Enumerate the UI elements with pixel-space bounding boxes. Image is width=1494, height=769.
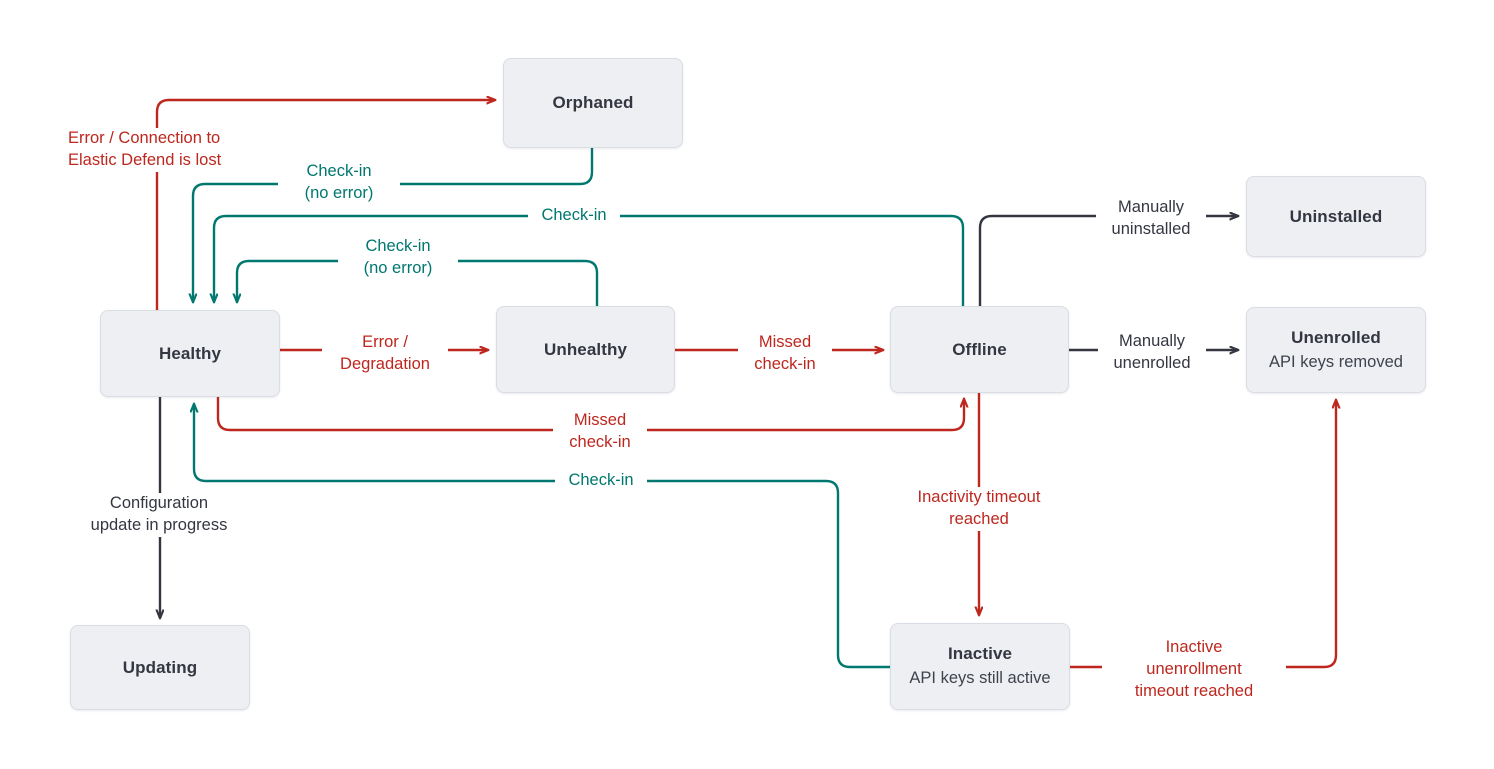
node-updating-title: Updating [122, 657, 198, 677]
edge-label-offline-to-inactive: Inactivity timeout reached [893, 487, 1065, 531]
edge-inactive-to-unenrolled [1068, 400, 1336, 669]
edge-label-healthy-to-offline: Missed check-in [553, 410, 647, 454]
node-uninstalled[interactable]: Uninstalled [1246, 176, 1426, 257]
node-orphaned[interactable]: Orphaned [503, 58, 683, 148]
node-updating[interactable]: Updating [70, 625, 250, 710]
node-offline-title: Offline [952, 339, 1007, 359]
node-unhealthy-title: Unhealthy [543, 339, 628, 359]
edge-offline-to-uninstalled [978, 216, 1238, 308]
edge-label-unhealthy-to-offline: Missed check-in [738, 332, 832, 376]
node-inactive-subtitle: API keys still active [909, 669, 1051, 688]
edge-label-healthy-to-orphaned: Error / Connection to Elastic Defend is … [62, 128, 262, 172]
node-unenrolled-subtitle: API keys removed [1269, 352, 1403, 371]
node-healthy-title: Healthy [158, 343, 222, 363]
edge-label-healthy-to-updating: Configuration update in progress [63, 493, 255, 537]
edge-label-inactive-to-unenrolled: Inactive unenrollment timeout reached [1102, 637, 1286, 703]
node-offline[interactable]: Offline [890, 306, 1069, 393]
edge-label-orphaned-to-healthy: Check-in (no error) [278, 161, 400, 205]
node-healthy[interactable]: Healthy [100, 310, 280, 397]
edge-label-healthy-to-unhealthy: Error / Degradation [322, 332, 448, 376]
node-uninstalled-title: Uninstalled [1289, 206, 1383, 226]
edge-label-offline-to-unenrolled: Manually unenrolled [1098, 331, 1206, 375]
node-inactive-title: Inactive [947, 644, 1013, 664]
node-unenrolled-title: Unenrolled [1291, 327, 1381, 347]
edge-label-unhealthy-to-healthy: Check-in (no error) [338, 236, 458, 280]
edge-label-offline-to-uninstalled: Manually uninstalled [1096, 197, 1206, 241]
edge-healthy-to-orphaned [155, 100, 495, 312]
node-unhealthy[interactable]: Unhealthy [496, 306, 675, 393]
edge-label-offline-to-healthy: Check-in [528, 205, 620, 227]
edge-inactive-to-healthy [194, 404, 892, 669]
node-orphaned-title: Orphaned [552, 93, 634, 113]
edge-label-inactive-to-healthy: Check-in [555, 470, 647, 492]
node-unenrolled[interactable]: Unenrolled API keys removed [1246, 307, 1426, 393]
node-inactive[interactable]: Inactive API keys still active [890, 623, 1070, 710]
